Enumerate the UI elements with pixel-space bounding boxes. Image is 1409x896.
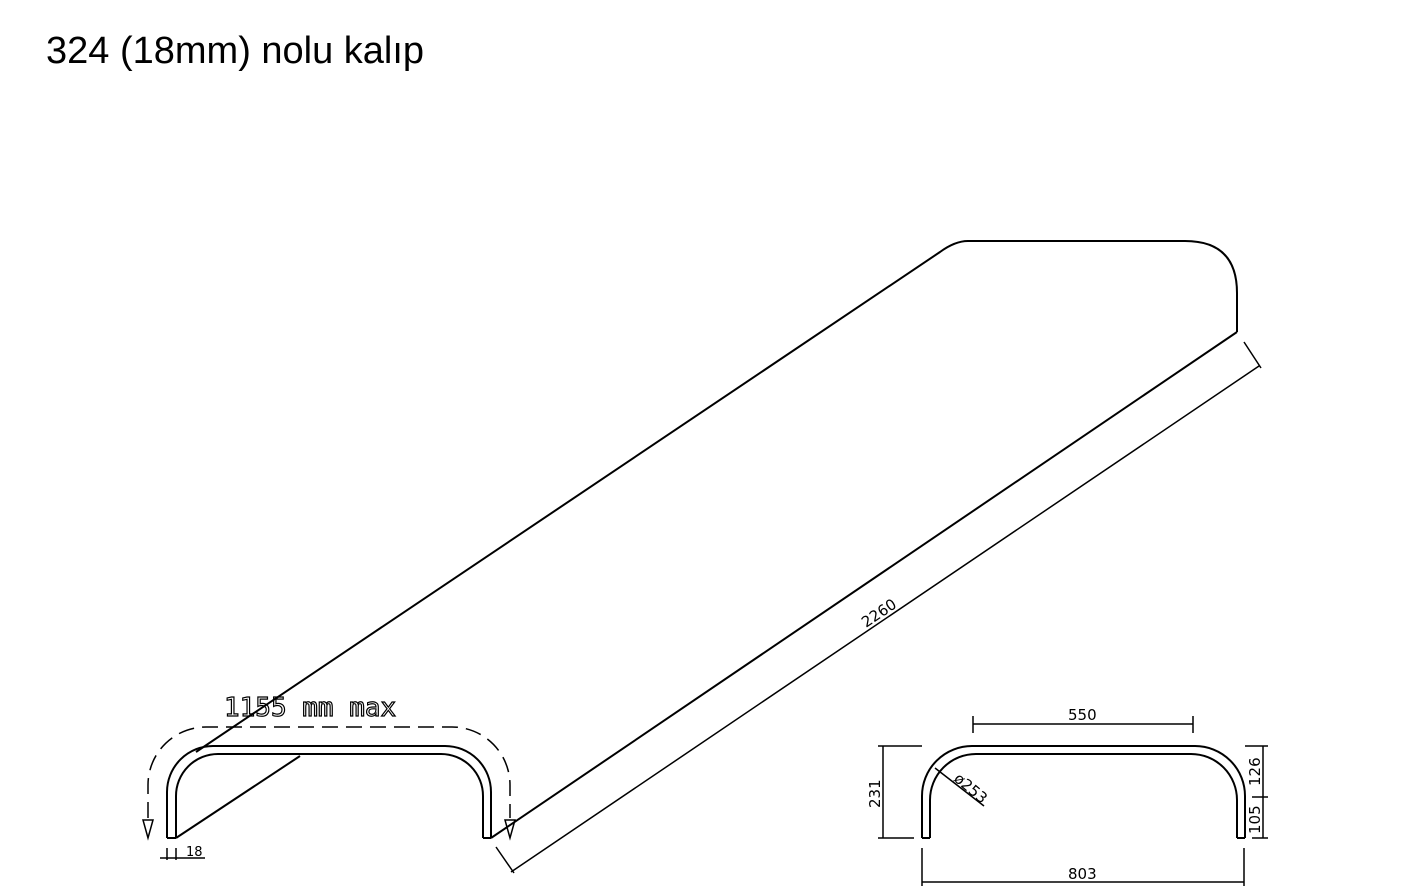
dim-105: 105 bbox=[1246, 805, 1264, 834]
dim-126: 126 bbox=[1246, 757, 1264, 786]
section-outer bbox=[921, 745, 1246, 838]
arrow-right bbox=[504, 819, 516, 841]
max-arc-dashed bbox=[147, 726, 511, 818]
length-dimension: 2260 bbox=[858, 595, 900, 631]
profile-outer bbox=[166, 745, 492, 838]
dim-803: 803 bbox=[1068, 865, 1097, 883]
dim-radius: ø253 bbox=[950, 769, 991, 807]
dim-231: 231 bbox=[866, 779, 884, 808]
inner-edge bbox=[175, 755, 301, 839]
isometric-view: 2260 1155 mm max 18 bbox=[142, 240, 1262, 874]
radius-leader bbox=[934, 767, 985, 807]
bottom-edge bbox=[490, 331, 1238, 839]
thickness-dimension: 18 bbox=[186, 845, 203, 860]
thickness-dimension-line bbox=[160, 848, 205, 860]
arrow-left bbox=[142, 819, 154, 841]
dim-803-line bbox=[921, 848, 1245, 886]
dim-126-105-line bbox=[1245, 745, 1268, 839]
top-edge bbox=[195, 240, 1238, 753]
section-inner bbox=[929, 753, 1238, 838]
profile-inner bbox=[175, 753, 484, 838]
dim-231-line bbox=[878, 745, 922, 839]
dim-550-line bbox=[972, 716, 1194, 733]
length-dimension-line bbox=[495, 341, 1262, 874]
dim-550: 550 bbox=[1068, 706, 1097, 724]
max-label: 1155 mm max bbox=[224, 693, 396, 723]
section-view: 550 231 ø253 126 105 803 bbox=[866, 706, 1268, 886]
drawing-title: 324 (18mm) nolu kalıp bbox=[46, 30, 425, 72]
